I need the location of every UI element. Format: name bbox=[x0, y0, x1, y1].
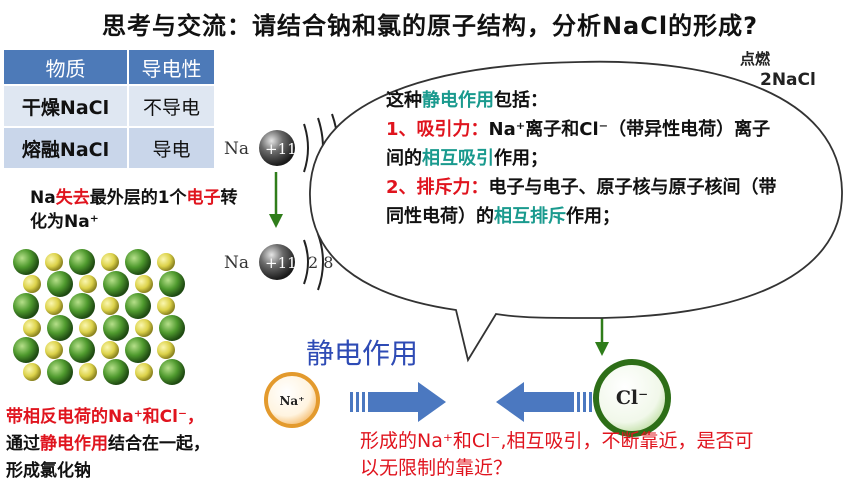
bubble-text: 这种静电作用包括： 1、吸引力：Na⁺离子和Cl⁻（带异性电荷）离子间的相互吸引… bbox=[386, 90, 777, 227]
sodium-sphere bbox=[79, 363, 97, 381]
table-cell: 导电 bbox=[127, 126, 216, 170]
na-description: Na失去最外层的1个电子转化为Na⁺ bbox=[30, 188, 238, 232]
sodium-sphere bbox=[79, 275, 97, 293]
conductivity-table: 物质 导电性 干燥NaCl 不导电 熔融NaCl 导电 bbox=[1, 48, 216, 170]
chloride-sphere bbox=[103, 359, 129, 385]
sodium-sphere bbox=[45, 253, 63, 271]
sodium-sphere bbox=[135, 363, 153, 381]
cl-ion-label: Cl⁻ bbox=[616, 387, 648, 409]
table-header: 导电性 bbox=[127, 48, 216, 86]
table-cell: 不导电 bbox=[127, 84, 216, 128]
chloride-sphere bbox=[47, 315, 73, 341]
sodium-sphere bbox=[157, 297, 175, 315]
approach-question: 形成的Na⁺和Cl⁻,相互吸引，不断靠近，是否可以无限制的靠近？ bbox=[360, 430, 754, 479]
table-row: 熔融NaCl 导电 bbox=[1, 126, 216, 170]
chloride-sphere bbox=[69, 249, 95, 275]
arrow-left-icon bbox=[496, 382, 592, 422]
na-ion: Na⁺ bbox=[264, 372, 320, 428]
ignite-label: 点燃 bbox=[740, 50, 771, 68]
table-cell: 熔融NaCl bbox=[1, 126, 130, 170]
chloride-sphere bbox=[159, 271, 185, 297]
sodium-sphere bbox=[101, 253, 119, 271]
table-header: 物质 bbox=[1, 48, 130, 86]
sodium-sphere bbox=[157, 253, 175, 271]
electrostatic-label: 静电作用 bbox=[306, 337, 419, 370]
table-header-row: 物质 导电性 bbox=[1, 48, 216, 86]
atom-symbol: Na bbox=[224, 139, 249, 159]
chloride-sphere bbox=[125, 293, 151, 319]
nucleus bbox=[259, 244, 295, 280]
chloride-sphere bbox=[125, 337, 151, 363]
arrow-right-icon bbox=[350, 382, 446, 422]
sodium-sphere bbox=[45, 341, 63, 359]
green-arrow-down bbox=[269, 172, 283, 228]
electron-shells: 2 8 bbox=[308, 253, 333, 272]
page-title: 思考与交流：请结合钠和氯的原子结构，分析NaCl的形成? bbox=[101, 12, 759, 40]
nacl-formation-text: 带相反电荷的Na⁺和Cl⁻， 通过静电作用结合在一起， 形成氯化钠 bbox=[6, 407, 210, 481]
nacl-crystal-image bbox=[13, 249, 185, 385]
sodium-sphere bbox=[135, 275, 153, 293]
chloride-sphere bbox=[103, 271, 129, 297]
sodium-sphere bbox=[23, 319, 41, 337]
sodium-sphere bbox=[101, 297, 119, 315]
na-ion-label: Na⁺ bbox=[279, 394, 304, 408]
sodium-ion-diagram: Na +11 2 8 bbox=[224, 233, 333, 291]
nucleus-charge: +11 bbox=[265, 254, 297, 272]
sodium-sphere bbox=[101, 341, 119, 359]
chloride-sphere bbox=[159, 359, 185, 385]
chloride-sphere bbox=[69, 293, 95, 319]
sodium-sphere bbox=[79, 319, 97, 337]
atom-symbol: Na bbox=[224, 253, 249, 273]
cl-ion: Cl⁻ bbox=[593, 359, 671, 437]
sodium-sphere bbox=[157, 341, 175, 359]
sodium-sphere bbox=[135, 319, 153, 337]
chloride-sphere bbox=[13, 249, 39, 275]
table-cell: 干燥NaCl bbox=[1, 84, 130, 128]
chloride-sphere bbox=[125, 249, 151, 275]
table-row: 干燥NaCl 不导电 bbox=[1, 84, 216, 128]
chloride-sphere bbox=[47, 271, 73, 297]
nucleus bbox=[259, 130, 295, 166]
chloride-sphere bbox=[13, 293, 39, 319]
chloride-sphere bbox=[69, 337, 95, 363]
speech-bubble bbox=[309, 60, 843, 363]
chloride-sphere bbox=[47, 359, 73, 385]
sodium-sphere bbox=[23, 275, 41, 293]
sodium-sphere bbox=[45, 297, 63, 315]
chloride-sphere bbox=[159, 315, 185, 341]
nucleus-charge: +11 bbox=[265, 140, 297, 158]
sodium-sphere bbox=[23, 363, 41, 381]
chloride-sphere bbox=[13, 337, 39, 363]
chloride-sphere bbox=[103, 315, 129, 341]
product-label: 2NaCl bbox=[760, 70, 816, 90]
